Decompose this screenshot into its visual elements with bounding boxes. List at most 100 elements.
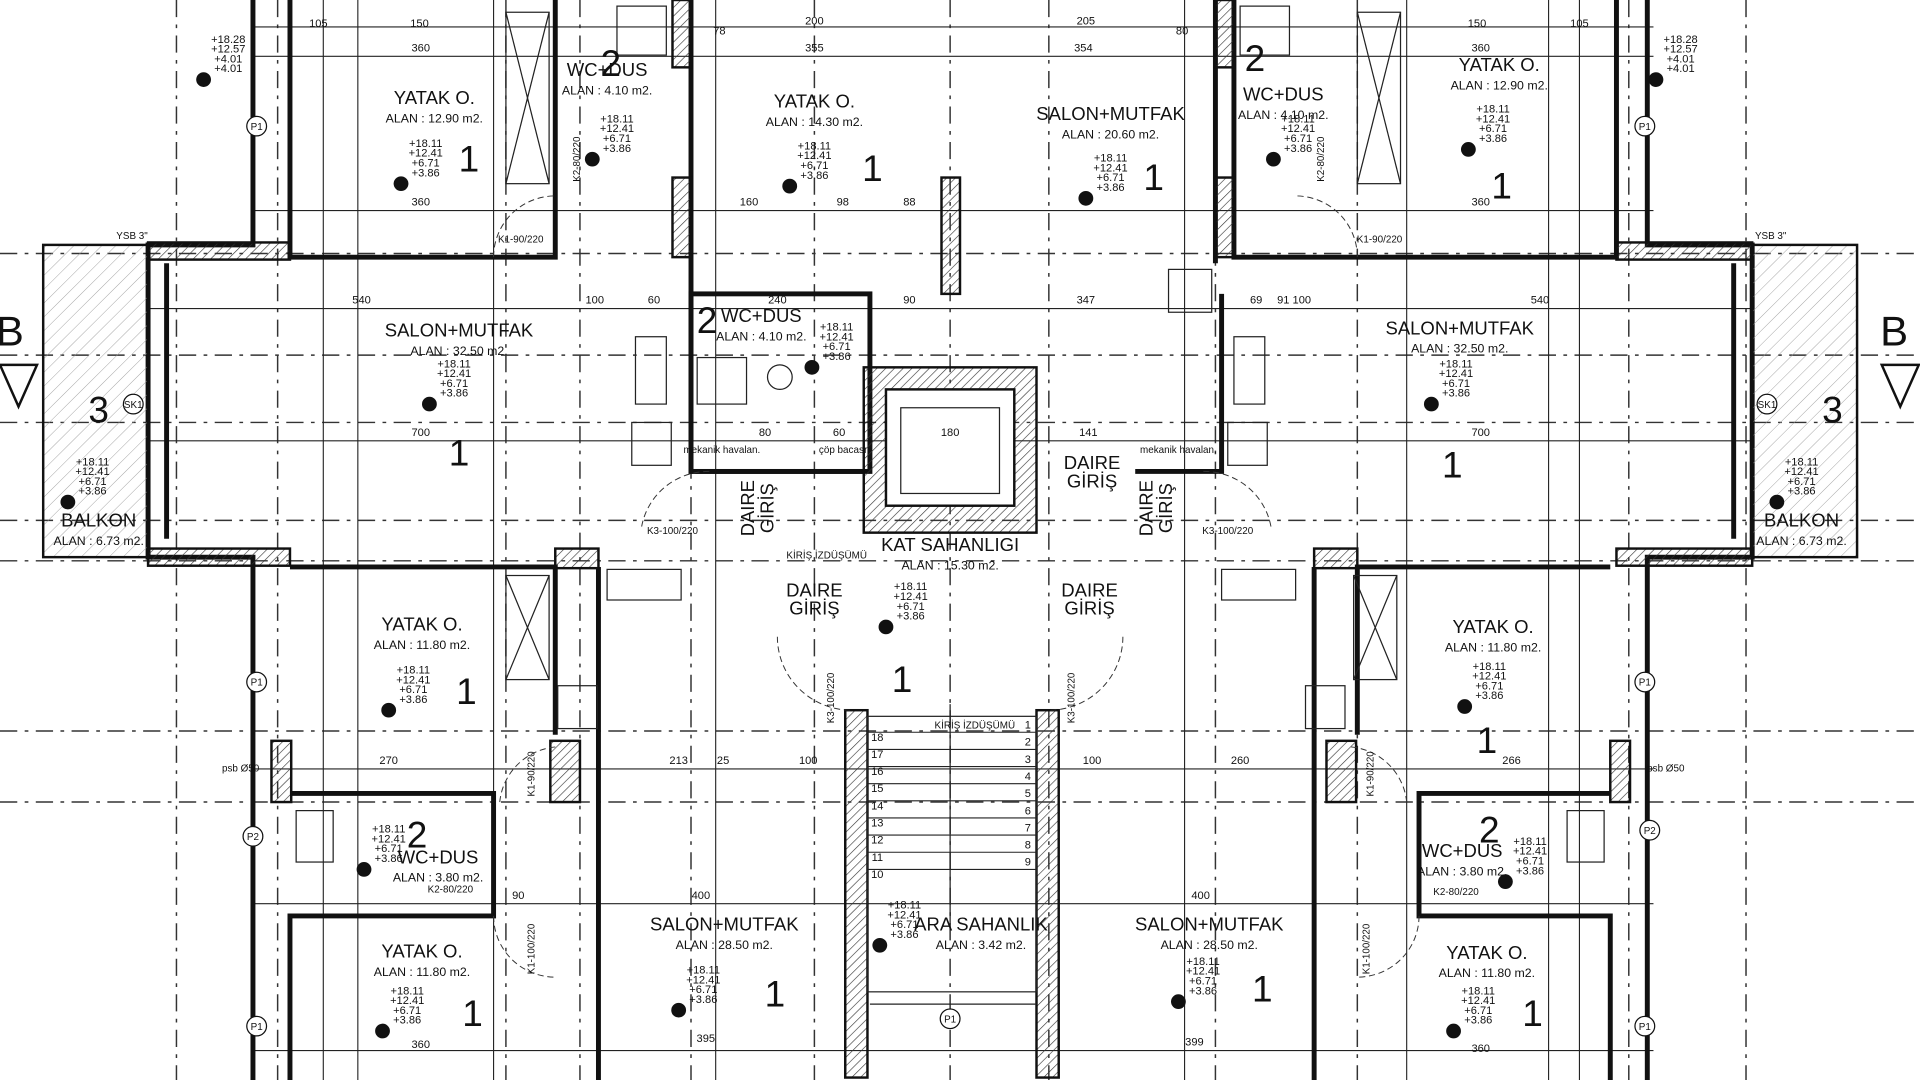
stair-step-number: 9: [1025, 857, 1031, 869]
dimension-label: 69: [1250, 295, 1262, 307]
elevation-value: +12.41: [1186, 966, 1220, 978]
axis-label: P1: [251, 122, 263, 133]
dimension-label: 395: [697, 1033, 716, 1045]
axis-label: SK1: [1758, 400, 1777, 411]
door-label: K3-100/220: [826, 672, 837, 723]
elevation-value: +4.01: [214, 63, 242, 75]
elevation-value: +6.71: [375, 843, 403, 855]
room-area: ALAN : 32.50 m2.: [410, 344, 507, 358]
room-number: 1: [862, 148, 883, 189]
door-label: K1-100/220: [526, 923, 537, 974]
room-name: KAT SAHANLIGI: [881, 534, 1019, 555]
shaft-note: mekanik havalan.: [1140, 445, 1217, 456]
room-name: WC+DUS: [721, 305, 802, 326]
section-arrow-icon: [0, 363, 39, 410]
level-marker-icon: [381, 702, 397, 718]
elevation-value: +3.86: [1464, 1015, 1492, 1027]
dimension-label: 180: [941, 427, 960, 439]
elevation-value: +12.41: [437, 368, 471, 380]
axis-label: P1: [1639, 678, 1651, 689]
dimension-label: 160: [740, 197, 759, 209]
entrance-label: DAIRE: [786, 579, 843, 600]
level-marker-icon: [1460, 142, 1476, 157]
axis-label: P1: [251, 678, 263, 689]
room-area: ALAN : 14.30 m2.: [766, 115, 863, 129]
level-marker-icon: [1078, 191, 1094, 206]
elevation-value: +6.71: [1464, 1005, 1492, 1017]
elevation-value: +12.41: [600, 123, 634, 135]
section-mark-left: B: [0, 307, 24, 354]
room-name: YATAK O.: [381, 941, 462, 962]
elevation-value: +18.11: [372, 824, 405, 836]
dimension-label: 213: [669, 755, 688, 767]
stair-step-number: 6: [1025, 805, 1031, 817]
stair-step-number: 11: [872, 852, 884, 864]
room-number: 2: [697, 300, 718, 341]
dimension-label: 360: [412, 42, 431, 54]
room-area: ALAN : 11.80 m2.: [1445, 640, 1541, 654]
elevation-value: +6.71: [1479, 123, 1507, 135]
staircase: [866, 704, 1038, 1005]
elevation-value: +12.41: [1093, 162, 1127, 174]
door-label: K3-100/220: [1067, 672, 1078, 723]
stair-step-number: 18: [871, 732, 883, 744]
elevation-value: +3.86: [1284, 143, 1312, 155]
elevation-value: +6.71: [1189, 976, 1217, 988]
elevation-value: +3.86: [603, 143, 631, 155]
dimension-label: 80: [1176, 25, 1188, 37]
dimension-label: 150: [1468, 18, 1487, 30]
entrance-label: GİRİŞ: [1064, 598, 1114, 619]
elevation-value: +3.86: [689, 994, 717, 1006]
elevation-value: +18.11: [894, 581, 927, 593]
level-marker-icon: [375, 1023, 390, 1039]
elevation-value: +3.86: [823, 351, 851, 363]
dimension-label: 399: [1185, 1037, 1204, 1049]
stair-step-number: 3: [1025, 754, 1031, 766]
elevation-value: +12.41: [1472, 671, 1506, 683]
pipe-note: psb Ø50: [222, 763, 260, 774]
level-marker-icon: [1171, 994, 1186, 1009]
room-number: 3: [88, 390, 109, 431]
door-label: K1-90/220: [1357, 234, 1403, 245]
elevation-value: +3.86: [79, 486, 107, 498]
room-area: ALAN : 6.73 m2.: [53, 534, 143, 548]
elevation-value: +6.71: [603, 133, 631, 145]
labels: YATAK O.ALAN : 12.90 m2.1+18.11+12.41+6.…: [0, 16, 1920, 1055]
level-marker-icon: [1423, 396, 1439, 412]
level-marker-icon: [1446, 1023, 1461, 1039]
room-number: 1: [1522, 993, 1543, 1034]
room-area: ALAN : 3.42 m2.: [936, 938, 1026, 952]
elevation-value: +18.28: [211, 34, 245, 46]
dimension-label: 360: [412, 1039, 431, 1051]
entrance-label: GİRİŞ: [1155, 483, 1176, 533]
dimension-label: 266: [1502, 755, 1521, 767]
dimension-label: 100: [1293, 295, 1312, 307]
dimension-label: 260: [1231, 755, 1250, 767]
elevation-value: +4.01: [1667, 63, 1695, 75]
elevation-value: +6.71: [399, 684, 427, 696]
dimension-label: 88: [903, 197, 915, 209]
level-marker-icon: [1266, 151, 1281, 167]
stair-step-number: 10: [871, 869, 883, 881]
room-name: YATAK O.: [1452, 616, 1533, 637]
dimension-label: 100: [1083, 755, 1102, 767]
elevation-value: +3.86: [1097, 182, 1125, 194]
room-number: 1: [1491, 165, 1512, 206]
stair-step-number: 8: [1025, 840, 1031, 852]
room-name: YATAK O.: [774, 91, 855, 112]
beam-projection-note: KİRİŞ İZDÜŞÜMÜ: [786, 550, 867, 561]
room-number: 1: [449, 432, 470, 473]
room-area: ALAN : 28.50 m2.: [1161, 938, 1258, 952]
room-name: SALON+MUTFAK: [1385, 317, 1534, 338]
room-name: BALKON: [1764, 510, 1839, 531]
elevation-value: +18.11: [1186, 956, 1219, 968]
dimension-label: 100: [799, 755, 818, 767]
room-number: 3: [1822, 390, 1843, 431]
level-marker-icon: [584, 151, 600, 167]
entrance-label: GİRİŞ: [789, 598, 839, 619]
elevation-value: +18.28: [1663, 34, 1697, 46]
elevation-value: +3.86: [1516, 865, 1544, 877]
dimension-label: 91: [1277, 295, 1289, 307]
elevation-value: +18.11: [1473, 661, 1506, 673]
room-number: 1: [892, 659, 913, 700]
